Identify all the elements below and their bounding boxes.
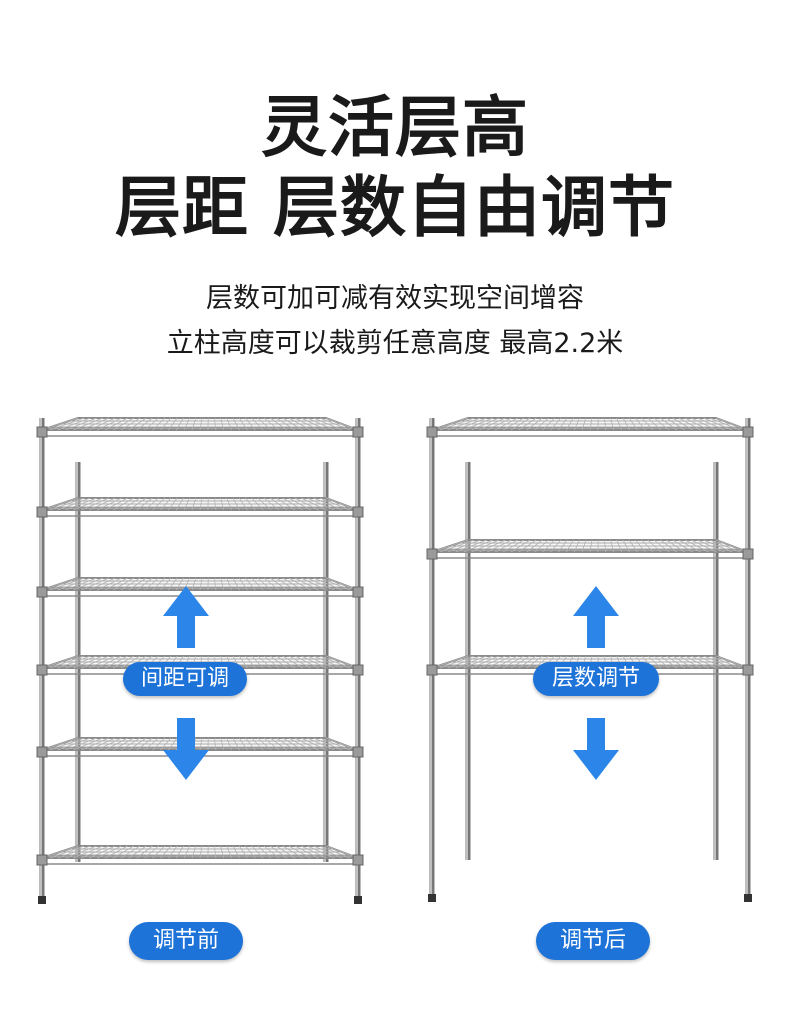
arrow-up-icon [573,586,619,648]
headline-line-1: 灵活层高 [261,89,529,166]
spacing-adjustable-badge: 间距可调 [123,662,247,696]
after-adjust-label: 调节后 [536,922,650,960]
subtitle-line-1: 层数可加可减有效实现空间增容 [206,283,584,314]
headline-line-2: 层距 层数自由调节 [115,169,675,246]
wire-shelf-tier [36,577,364,598]
arrow-down-icon [573,718,619,780]
wire-shelf-tier [36,417,364,438]
wire-shelf-tier [36,497,364,518]
wire-shelf-after-image [426,417,754,902]
arrow-up-icon [163,586,209,648]
before-adjust-label: 调节前 [129,922,243,960]
arrow-down-icon [163,718,209,780]
wire-shelf-tier [426,417,754,438]
wire-shelf-before-image [36,417,364,904]
wire-shelf-tier [426,539,754,560]
wire-shelf-tier [36,737,364,758]
layer-adjust-badge: 层数调节 [533,662,659,696]
wire-shelf-tier [36,845,364,866]
subtitle-line-2: 立柱高度可以裁剪任意高度 最高2.2米 [166,328,624,359]
